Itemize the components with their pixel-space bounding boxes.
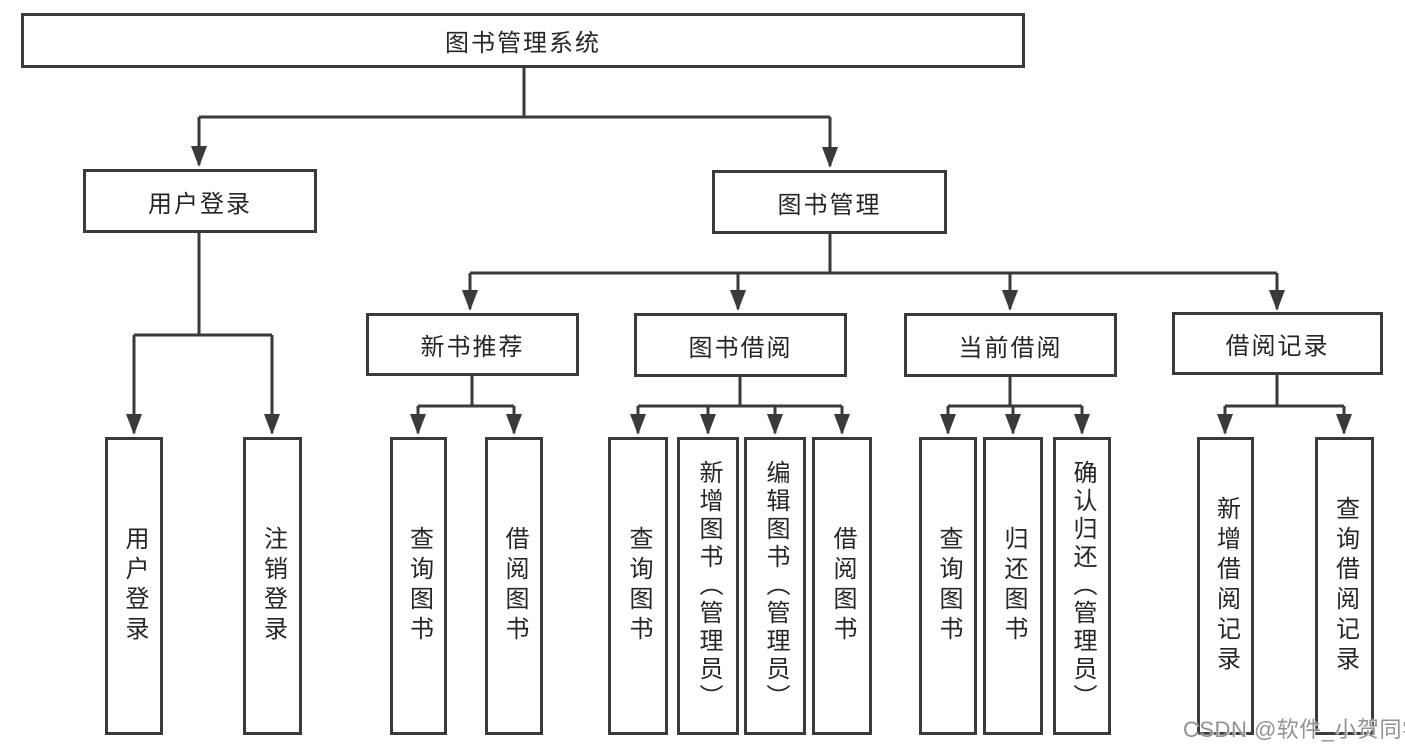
- csdn-watermark: CSDN @软件_小贺同学: [1183, 717, 1405, 742]
- leaf-return-books-label: 归还图书: [1000, 526, 1027, 646]
- leaf-query-books-borrowing: 查询图书: [608, 437, 668, 735]
- node-book-borrowing: 图书借阅: [634, 313, 847, 377]
- leaf-query-books-current: 查询图书: [919, 437, 977, 735]
- leaf-add-book-admin: 新增图书（管理员）: [677, 437, 739, 735]
- node-current-borrowing: 当前借阅: [904, 313, 1117, 377]
- node-borrowing-records: 借阅记录: [1172, 312, 1383, 375]
- leaf-return-books: 归还图书: [983, 437, 1043, 735]
- leaf-borrow-books-recommend-label: 借阅图书: [501, 526, 528, 646]
- node-user-login: 用户登录: [83, 169, 317, 233]
- leaf-borrow-books: 借阅图书: [812, 437, 872, 735]
- leaf-edit-book-admin-label: 编辑图书（管理员）: [762, 460, 789, 712]
- leaf-confirm-return-admin: 确认归还（管理员）: [1053, 437, 1111, 735]
- node-book-management: 图书管理: [712, 170, 947, 234]
- leaf-query-books-borrowing-label: 查询图书: [625, 526, 652, 646]
- node-new-book-recommend: 新书推荐: [366, 313, 579, 376]
- leaf-add-book-admin-label: 新增图书（管理员）: [695, 460, 722, 712]
- leaf-query-borrow-record: 查询借阅记录: [1315, 437, 1374, 735]
- leaf-logout-label: 注销登录: [259, 526, 287, 646]
- leaf-query-books-recommend: 查询图书: [390, 437, 447, 735]
- leaf-logout: 注销登录: [243, 437, 302, 735]
- node-library-management-system: 图书管理系统: [21, 13, 1025, 68]
- leaf-borrow-books-recommend: 借阅图书: [485, 437, 543, 735]
- leaf-edit-book-admin: 编辑图书（管理员）: [744, 437, 806, 735]
- leaf-user-login-label: 用户登录: [121, 526, 148, 646]
- leaf-borrow-books-label: 借阅图书: [829, 526, 856, 646]
- leaf-user-login: 用户登录: [105, 437, 163, 735]
- leaf-query-borrow-record-label: 查询借阅记录: [1331, 496, 1359, 676]
- leaf-query-books-recommend-label: 查询图书: [405, 526, 433, 646]
- leaf-confirm-return-admin-label: 确认归还（管理员）: [1069, 460, 1096, 712]
- leaf-add-borrow-record: 新增借阅记录: [1197, 437, 1254, 735]
- leaf-add-borrow-record-label: 新增借阅记录: [1212, 496, 1240, 676]
- leaf-query-books-current-label: 查询图书: [935, 526, 962, 646]
